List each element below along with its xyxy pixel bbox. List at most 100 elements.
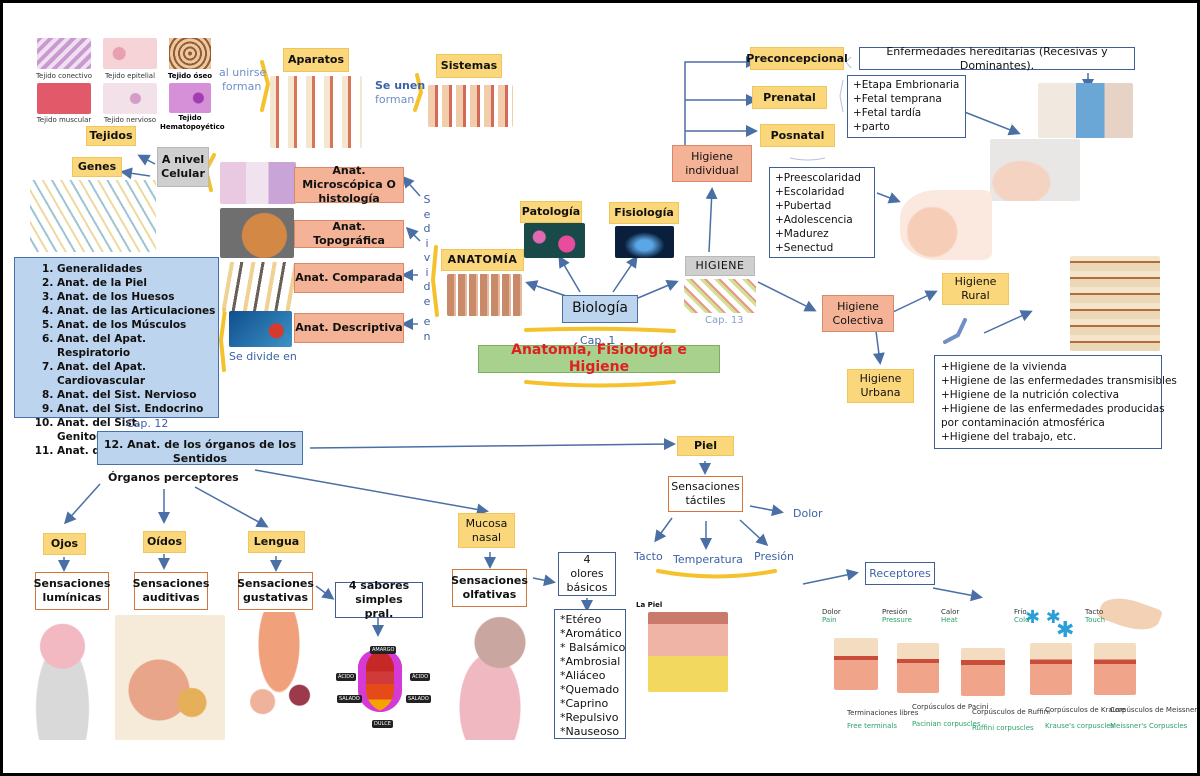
sensaciones-gustativas-box[interactable]: Sensaciones gustativas (237, 572, 314, 610)
rural-scene-image (1070, 256, 1160, 351)
olores-box[interactable]: 4 olores básicos (558, 552, 616, 596)
taste-label-dulce: DULCE (372, 720, 393, 728)
biologia-box[interactable]: Biología (562, 295, 638, 323)
caption-tejido-epitelial: Tejido epitelial (104, 72, 156, 80)
sensaciones-tactiles-box[interactable]: Sensaciones táctiles (668, 476, 743, 512)
piel-box[interactable]: Piel (677, 436, 734, 456)
anat-topografica-box[interactable]: Anat. Topográfica (294, 220, 404, 248)
patologia-box[interactable]: Patología (520, 201, 582, 223)
receptor-frio-en: Cold (1014, 616, 1030, 624)
taste-label-amargo: AMARGO (370, 646, 397, 654)
comparada-image (222, 262, 294, 312)
chapter-item: Anat. del Sist. Nervioso (57, 388, 218, 402)
sensaciones-olfativas-box[interactable]: Sensaciones olfativas (451, 569, 528, 607)
snowflake-icon: ✱ (1056, 618, 1075, 643)
chapter-item: Anat. del Sist. Endocrino (57, 402, 218, 416)
oidos-box[interactable]: Oídos (143, 531, 186, 553)
receptor-dolor-image (834, 638, 878, 690)
receptores-box[interactable]: Receptores (865, 562, 935, 585)
receptor-frio-name-en: Krause's corpuscles (1045, 722, 1115, 730)
higiene-colectiva-box[interactable]: Higiene Colectiva (822, 295, 894, 332)
anat-comparada-box[interactable]: Anat. Comparada (294, 263, 404, 293)
higiene-urbana-box[interactable]: Higiene Urbana (847, 369, 914, 403)
descriptive-chapters-list: Generalidades Anat. de la Piel Anat. de … (14, 257, 219, 457)
chapter-item: Anat. del Apat. Respiratorio (57, 332, 218, 360)
caption-tejido-hematopoyetico: Tejido Hematopoyético (160, 114, 225, 131)
mucosa-nasal-box[interactable]: Mucosa nasal (458, 513, 515, 548)
higiene-image (684, 279, 756, 313)
caption-tejido-conectivo: Tejido conectivo (35, 72, 93, 80)
higiene-box[interactable]: HIGIENE (685, 256, 755, 276)
tejido-nervioso-image (103, 83, 157, 114)
aparatos-image (270, 76, 362, 148)
colectiva-list: +Higiene de la vivienda +Higiene de las … (934, 355, 1177, 449)
receptor-presion-image (897, 643, 939, 693)
receptor-frio-es: Frío (1014, 608, 1027, 616)
olfactory-anatomy-image (435, 610, 535, 740)
ear-anatomy-image (115, 615, 225, 740)
tacto-label: Tacto (634, 550, 663, 563)
sistemas-box[interactable]: Sistemas (436, 54, 502, 78)
ojos-box[interactable]: Ojos (43, 533, 86, 555)
caption-tejido-oseo: Tejido óseo (167, 72, 213, 80)
anat-descriptiva-box[interactable]: Anat. Descriptiva (294, 313, 404, 343)
receptor-tacto-image (1094, 643, 1136, 695)
higiene-rural-box[interactable]: Higiene Rural (942, 273, 1009, 305)
taste-label-acido-right: ÁCIDO (410, 673, 431, 681)
tejido-muscular-image (37, 83, 91, 114)
posnatal-list: +Preescolaridad +Escolaridad +Pubertad +… (769, 167, 875, 258)
receptor-frio-image (1030, 643, 1072, 695)
anatomia-image (447, 274, 522, 316)
tejido-hematopoyetico-image (169, 83, 211, 113)
anat-microscopica-box[interactable]: Anat. Microscópica O histología (294, 164, 404, 205)
receptor-presion-name-en: Pacinian corpuscles (912, 720, 981, 728)
receptor-presion-es: Presión (882, 608, 908, 616)
chapter-item: Generalidades (57, 262, 218, 276)
se-divide-en-label: Se divide en (229, 350, 297, 363)
tejidos-box[interactable]: Tejidos (86, 126, 136, 146)
fisiologia-box[interactable]: Fisiología (609, 202, 679, 224)
receptor-dolor-name: Terminaciones libres (847, 709, 919, 717)
receptor-tacto-name-en: Meissner's Corpuscles (1110, 722, 1188, 730)
breastfeeding-photo (900, 190, 992, 260)
histologia-image (220, 162, 296, 204)
doctor-consult-photo (1038, 83, 1133, 138)
lengua-box[interactable]: Lengua (248, 531, 305, 553)
chapter-item: Anat. del Apat. Cardiovascular (57, 360, 218, 388)
posnatal-box[interactable]: Posnatal (760, 124, 835, 147)
sensaciones-auditivas-box[interactable]: Sensaciones auditivas (133, 572, 209, 610)
higiene-individual-box[interactable]: Higiene individual (672, 145, 752, 182)
la-piel-label: La Piel (636, 601, 663, 609)
eye-anatomy-image (25, 615, 100, 740)
tongue-taste-map (358, 650, 402, 712)
aparatos-box[interactable]: Aparatos (283, 48, 349, 72)
snowflake-icon: ✱ ✱ (1025, 607, 1061, 628)
receptor-calor-es: Calor (941, 608, 960, 616)
sistemas-image (428, 85, 513, 127)
receptor-presion-en: Pressure (882, 616, 912, 624)
temperatura-label: Temperatura (673, 553, 743, 566)
connector-al-unirse: al unirse (219, 66, 267, 79)
fisiologia-image (615, 226, 674, 258)
receptor-tacto-es: Tacto (1085, 608, 1104, 616)
cap12-label: Cap. 12 (126, 417, 169, 430)
tejido-oseo-image (169, 38, 211, 69)
patologia-image (524, 223, 585, 258)
prenatal-box[interactable]: Prenatal (752, 86, 827, 109)
a-nivel-celular-box[interactable]: A nivel Celular (157, 147, 209, 187)
receptor-calor-image (961, 648, 1005, 696)
receptor-frio-name: Corpúsculos de Krause (1045, 706, 1126, 714)
receptor-calor-name: Corpúsculos de Ruffini (972, 708, 1051, 716)
genes-image (30, 180, 156, 252)
chapter-12-box[interactable]: 12. Anat. de los órganos de los Sentidos (97, 431, 303, 465)
preconcepcional-box[interactable]: Preconcepcional (746, 47, 848, 70)
sabores-box[interactable]: 4 sabores simples pral. (335, 579, 423, 620)
sensaciones-luminicas-box[interactable]: Sensaciones lumínicas (34, 572, 110, 610)
tejido-epitelial-image (103, 38, 157, 69)
anatomia-box[interactable]: ANATOMÍA (441, 249, 524, 271)
receptor-calor-en: Heat (941, 616, 958, 624)
presion-label: Presión (754, 550, 794, 563)
skin-cross-section-image (648, 612, 728, 692)
genes-box[interactable]: Genes (72, 157, 122, 177)
vertical-connector-se-divide-en: S e d i v i d e e n (423, 193, 431, 343)
